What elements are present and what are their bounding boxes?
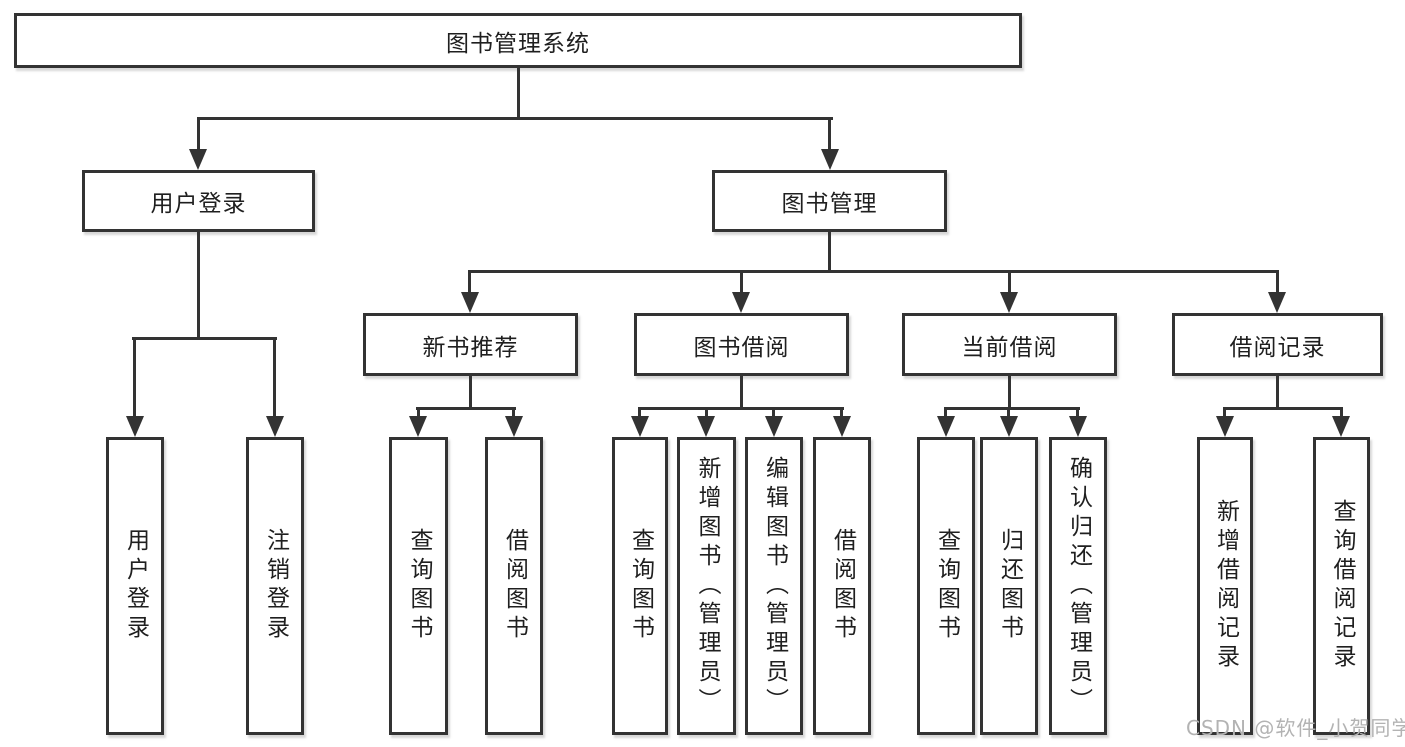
arrow-down-icon	[409, 416, 427, 437]
arrow-down-icon	[1069, 416, 1087, 437]
leaf-borrow-books-borrow: 借阅图书	[813, 437, 871, 735]
leaf-label: 查询借阅记录	[1329, 499, 1355, 673]
arrow-down-icon	[266, 416, 284, 437]
leaf-add-borrow-record: 新增借阅记录	[1197, 437, 1253, 735]
arrow-down-icon	[126, 416, 144, 437]
leaf-logout: 注销登录	[246, 437, 304, 735]
leaf-user-login: 用户登录	[106, 437, 164, 735]
leaf-confirm-return-admin: 确认归还（管理员）	[1049, 437, 1107, 735]
leaf-query-books-borrow: 查询图书	[612, 437, 668, 735]
node-current-borrow: 当前借阅	[902, 313, 1117, 376]
node-new-book-recommend: 新书推荐	[363, 313, 578, 376]
node-label: 新书推荐	[422, 334, 519, 361]
leaf-return-book: 归还图书	[980, 437, 1038, 735]
arrow-down-icon	[732, 292, 750, 313]
leaf-label: 用户登录	[122, 528, 149, 644]
node-label: 用户登录	[150, 191, 247, 217]
leaf-edit-book-admin: 编辑图书（管理员）	[745, 437, 803, 735]
arrow-down-icon	[631, 416, 649, 437]
arrow-down-icon	[1268, 292, 1286, 313]
arrow-down-icon	[833, 416, 851, 437]
connector-root-stem	[517, 68, 520, 120]
arrow-down-icon	[1000, 292, 1018, 313]
arrow-stem	[417, 407, 420, 418]
arrow-down-icon	[505, 416, 523, 437]
arrow-stem	[1276, 270, 1279, 296]
leaf-label: 借阅图书	[829, 528, 856, 644]
connector-recommend-stem	[469, 375, 472, 410]
leaf-label: 编辑图书（管理员）	[761, 455, 788, 717]
arrow-down-icon	[189, 149, 207, 170]
arrow-stem	[1076, 407, 1079, 418]
arrow-stem	[468, 270, 471, 296]
connector-book-mgmt-stem	[828, 232, 831, 273]
connector-user-login-hline	[132, 337, 277, 340]
arrow-down-icon	[937, 416, 955, 437]
arrow-down-icon	[461, 292, 479, 313]
node-library-management-system: 图书管理系统	[14, 13, 1022, 68]
leaf-label: 查询图书	[627, 528, 654, 644]
node-book-management: 图书管理	[712, 170, 947, 232]
arrow-stem	[828, 117, 831, 152]
leaf-label: 查询图书	[933, 528, 960, 644]
arrow-stem	[840, 407, 843, 418]
arrow-down-icon	[1332, 416, 1350, 437]
connector-level1-hline	[197, 117, 833, 120]
leaf-label: 新增借阅记录	[1212, 499, 1239, 673]
node-label: 借阅记录	[1229, 334, 1326, 361]
arrow-stem	[273, 337, 276, 420]
arrow-stem	[1007, 407, 1010, 418]
arrow-stem	[772, 407, 775, 418]
leaf-label: 注销登录	[262, 528, 289, 644]
connector-borrow-stem	[740, 375, 743, 410]
arrow-stem	[197, 117, 200, 152]
node-label: 图书借阅	[693, 334, 790, 361]
connector-level2-hline	[468, 270, 1279, 273]
leaf-label: 借阅图书	[501, 528, 528, 644]
connector-records-stem	[1276, 375, 1279, 410]
leaf-add-book-admin: 新增图书（管理员）	[677, 437, 736, 735]
node-label: 图书管理系统	[446, 30, 590, 57]
leaf-borrow-books-recommend: 借阅图书	[485, 437, 543, 735]
arrow-down-icon	[1000, 416, 1018, 437]
leaf-label: 确认归还（管理员）	[1065, 455, 1092, 717]
arrow-down-icon	[697, 416, 715, 437]
leaf-label: 新增图书（管理员）	[694, 455, 720, 717]
arrow-stem	[1340, 407, 1343, 418]
arrow-stem	[638, 407, 641, 418]
csdn-watermark: CSDN @软件_小贺同学	[1186, 716, 1405, 740]
node-label: 图书管理	[781, 191, 878, 217]
connector-recommend-hline	[416, 407, 516, 410]
leaf-label: 归还图书	[996, 528, 1023, 644]
connector-user-login-stem	[197, 232, 200, 340]
node-borrow-records: 借阅记录	[1172, 313, 1383, 376]
arrow-stem	[944, 407, 947, 418]
arrow-stem	[740, 270, 743, 296]
connector-current-stem	[1008, 375, 1011, 410]
connector-records-hline	[1223, 407, 1343, 410]
leaf-query-books-recommend: 查询图书	[389, 437, 448, 735]
node-label: 当前借阅	[961, 334, 1058, 361]
arrow-stem	[133, 337, 136, 420]
arrow-down-icon	[765, 416, 783, 437]
leaf-query-books-current: 查询图书	[917, 437, 975, 735]
arrow-stem	[512, 407, 515, 418]
leaf-label: 查询图书	[406, 528, 432, 644]
connector-borrow-hline	[638, 407, 844, 410]
arrow-stem	[1008, 270, 1011, 296]
leaf-query-borrow-record: 查询借阅记录	[1313, 437, 1370, 735]
connector-current-hline	[944, 407, 1080, 410]
arrow-down-icon	[821, 149, 839, 170]
node-user-login: 用户登录	[82, 170, 315, 232]
arrow-stem	[705, 407, 708, 418]
node-book-borrow: 图书借阅	[634, 313, 849, 376]
arrow-stem	[1223, 407, 1226, 418]
arrow-down-icon	[1216, 416, 1234, 437]
